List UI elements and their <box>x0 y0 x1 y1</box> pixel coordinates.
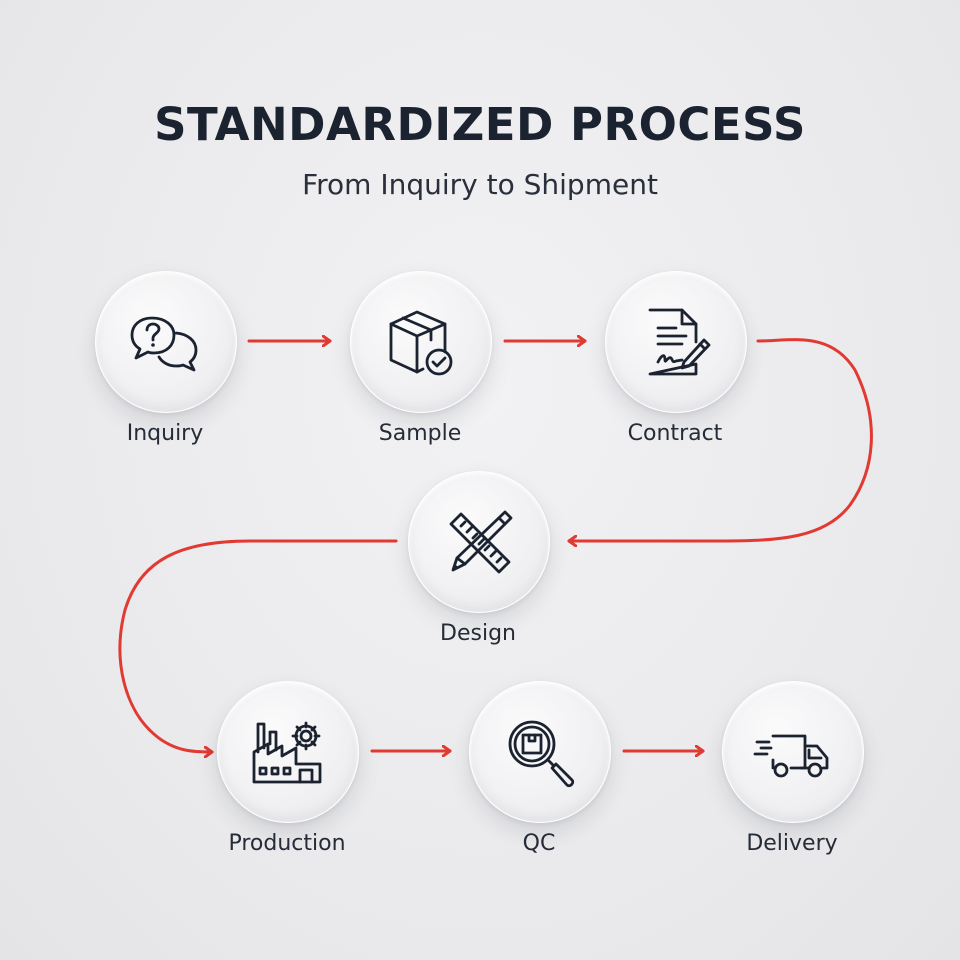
page-title: STANDARDIZED PROCESS <box>154 98 806 151</box>
step-design-label: Design <box>440 621 516 646</box>
box-check-icon <box>389 310 453 376</box>
signed-document-icon <box>648 308 711 376</box>
step-production-node[interactable] <box>217 681 359 823</box>
page-subtitle: From Inquiry to Shipment <box>302 168 658 201</box>
question-chat-bubbles-icon <box>130 316 198 372</box>
step-sample-node[interactable] <box>350 271 492 413</box>
step-contract-node[interactable] <box>605 271 747 413</box>
step-contract-label: Contract <box>627 421 723 446</box>
factory-gear-icon <box>252 721 322 784</box>
step-qc-label: QC <box>522 831 556 856</box>
magnifier-box-icon <box>508 720 575 788</box>
step-production-label: Production <box>228 831 346 856</box>
step-delivery-label: Delivery <box>746 831 838 856</box>
step-delivery-node[interactable] <box>722 681 864 823</box>
step-qc-node[interactable] <box>469 681 611 823</box>
arrow-contract-to-design <box>567 338 873 541</box>
pencil-ruler-icon <box>449 510 513 574</box>
delivery-truck-icon <box>753 734 829 778</box>
step-design-node[interactable] <box>408 471 550 613</box>
step-inquiry-node[interactable] <box>95 271 237 413</box>
arrow-design-to-production <box>118 539 398 752</box>
step-inquiry-label: Inquiry <box>126 421 204 446</box>
step-sample-label: Sample <box>378 421 462 446</box>
